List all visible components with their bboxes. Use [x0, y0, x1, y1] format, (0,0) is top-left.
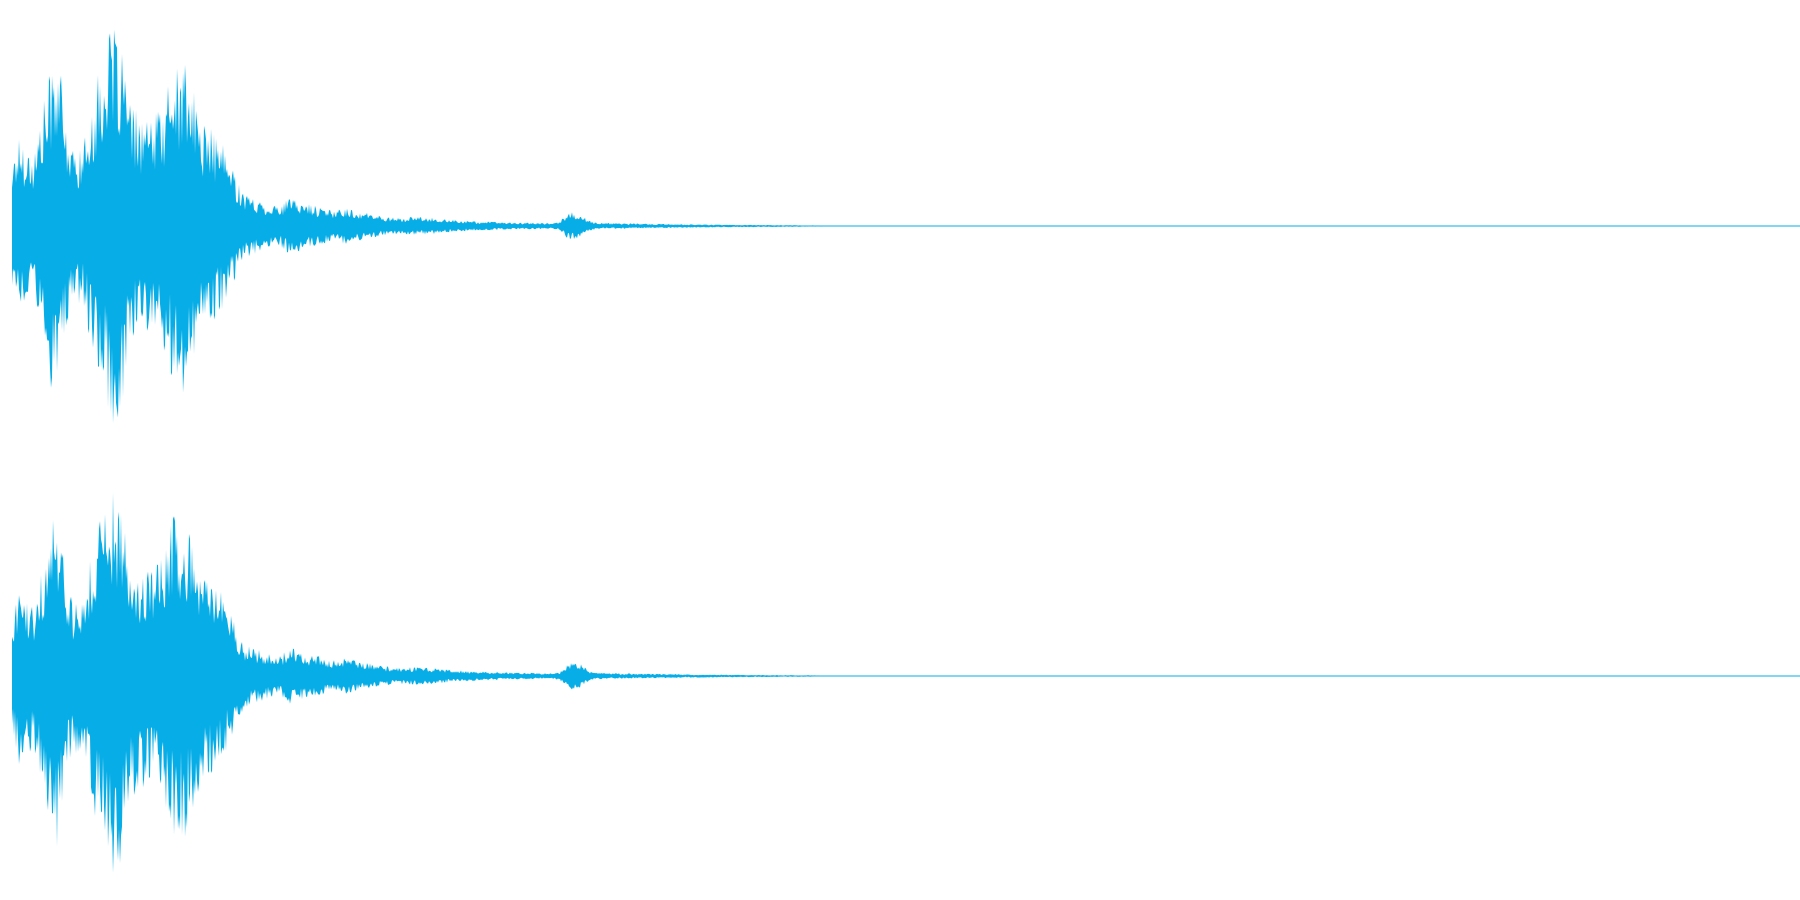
channel-right-waveform-shape: [12, 492, 1800, 873]
channel-left-waveform[interactable]: [12, 29, 1800, 424]
channel-right-waveform[interactable]: [12, 492, 1800, 873]
